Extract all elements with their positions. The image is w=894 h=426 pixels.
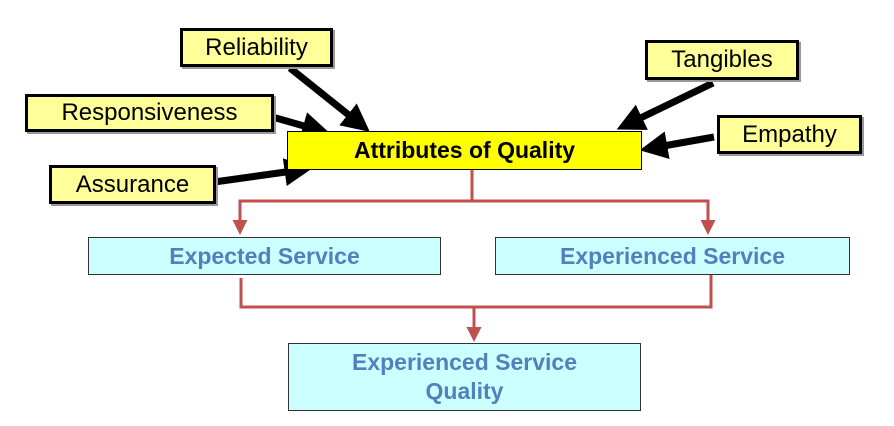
center-label: Attributes of Quality [353,137,576,163]
attribute-label: Reliability [205,33,308,61]
experienced-service-box: Experienced Service [495,237,850,275]
connector-to-expected [232,199,472,235]
attribute-responsiveness: Responsiveness [25,94,274,132]
attribute-assurance: Assurance [49,165,216,204]
attribute-tangibles: Tangibles [645,40,799,80]
attributes-of-quality-box: Attributes of Quality [287,131,642,170]
attribute-label: Tangibles [671,46,773,73]
arrow-assurance [199,158,313,188]
attribute-reliability: Reliability [180,28,333,67]
attribute-label: Assurance [75,170,190,198]
attribute-empathy: Empathy [717,115,862,154]
connector-to-experienced [472,199,716,235]
result-label-line1: Experienced Service [351,349,578,375]
arrow-empathy [639,131,715,160]
experienced-label: Experienced Service [559,242,786,269]
expected-label: Expected Service [169,242,360,269]
attribute-label: Responsiveness [61,99,238,126]
expected-service-box: Expected Service [88,237,441,275]
experienced-service-quality-box: Experienced Service Quality [288,343,641,411]
attribute-label: Empathy [742,120,837,148]
connector-bottom [239,275,713,309]
arrow-reliability [287,65,370,132]
arrow-tangibles [616,79,715,130]
result-label-line2: Quality [425,378,504,404]
